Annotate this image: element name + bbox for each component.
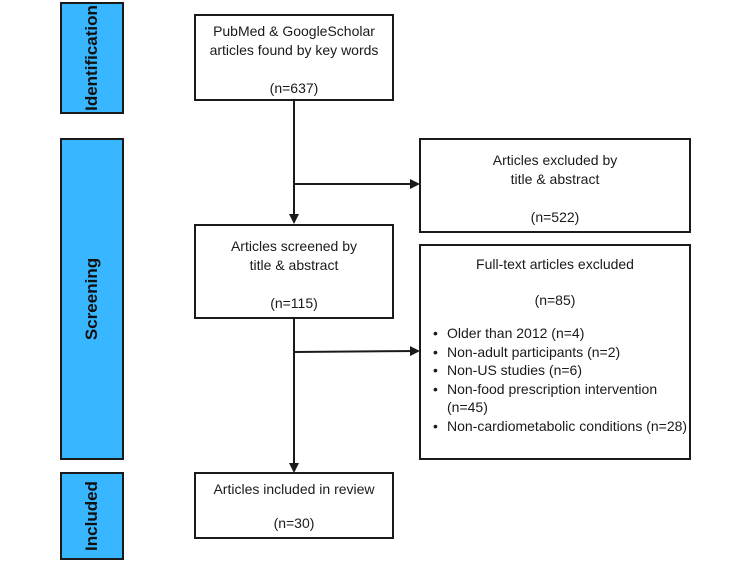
box-excluded-title-line1: Articles excluded by — [492, 152, 618, 168]
box-articles-found-count: (n=637) — [269, 80, 319, 96]
stage-identification: Identification — [60, 2, 124, 114]
exclusion-reasons-list: Older than 2012 (n=4) Non-adult particip… — [421, 324, 689, 435]
exclusion-reason: Non-food prescription intervention (n=45… — [431, 380, 689, 417]
stage-screening: Screening — [60, 138, 124, 460]
box-screened-line2: title & abstract — [249, 257, 339, 273]
box-articles-screened: Articles screened by title & abstract (n… — [194, 224, 394, 319]
box-included-line1: Articles included in review — [213, 481, 375, 497]
box-screened-line1: Articles screened by — [230, 238, 358, 254]
box-included-count: (n=30) — [273, 515, 315, 531]
arrow-to-fulltext-excluded — [293, 346, 420, 357]
box-fulltext-title: Full-text articles excluded — [476, 256, 634, 272]
box-excluded-title-line2: title & abstract — [510, 171, 600, 187]
exclusion-reason: Older than 2012 (n=4) — [431, 324, 689, 343]
exclusion-reason: Non-cardiometabolic conditions (n=28) — [431, 417, 689, 436]
box-articles-found-line2: articles found by key words — [209, 42, 379, 58]
box-articles-found: PubMed & GoogleScholar articles found by… — [194, 14, 394, 101]
exclusion-reason: Non-US studies (n=6) — [431, 361, 689, 380]
box-fulltext-excluded: Full-text articles excluded (n=85) Older… — [419, 244, 691, 460]
exclusion-reason: Non-adult participants (n=2) — [431, 343, 689, 362]
box-fulltext-count: (n=85) — [534, 292, 576, 308]
box-screened-count: (n=115) — [270, 295, 318, 311]
box-articles-included: Articles included in review (n=30) — [194, 472, 394, 539]
box-excluded-title-count: (n=522) — [530, 209, 580, 225]
box-articles-found-line1: PubMed & GoogleScholar — [213, 23, 375, 39]
stage-included: Included — [60, 472, 124, 560]
box-excluded-title-abstract: Articles excluded by title & abstract (n… — [419, 138, 691, 233]
